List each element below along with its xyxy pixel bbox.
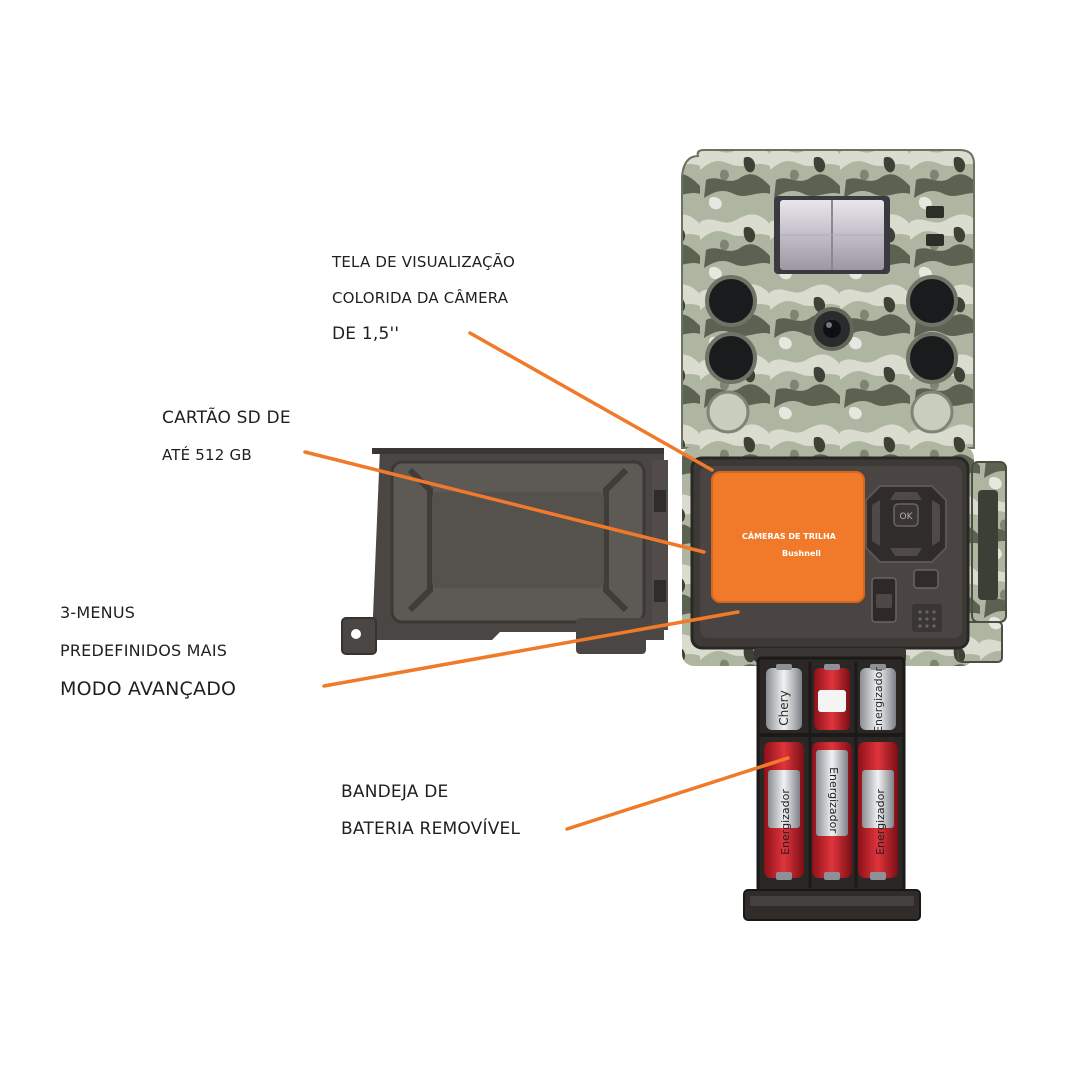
callout-battery-tray: BANDEJA DE BATERIA REMOVÍVEL [341,774,520,848]
leader-line-menus [322,610,740,688]
screen-brand: Bushnell [782,549,821,558]
callout-menus: 3-MENUS PREDEFINIDOS MAIS MODO AVANÇADO [60,594,236,708]
menu-button[interactable] [913,569,939,589]
battery-label-bottom-1: Energizador [779,789,792,855]
ir-led-array [705,275,958,434]
navigation-pad[interactable] [865,485,947,563]
battery-bottom-2 [812,742,852,880]
battery-bottom-1 [764,742,804,880]
callout-battery-tray-line2: BATERIA REMOVÍVEL [341,819,521,839]
battery-label-top-3: Energizador [872,667,885,733]
screen-title: CÂMERAS DE TRILHA [742,532,836,541]
viewing-screen [711,471,865,603]
pir-sensor [774,196,944,274]
callout-viewing-screen-line1: TELA DE VISUALIZAÇÃO [332,253,515,271]
callout-battery-tray-line1: BANDEJA DE [341,782,449,802]
leader-line-battery-tray [565,756,790,831]
callout-sd-card-line1: CARTÃO SD DE [162,408,291,428]
ok-button-label[interactable]: OK [900,512,914,522]
callout-viewing-screen-line3: DE 1,5'' [332,324,400,344]
callout-menus-line2: PREDEFINIDOS MAIS [60,641,228,660]
callout-sd-card: CARTÃO SD DE ATÉ 512 GB [162,400,291,474]
battery-bottom-3 [858,742,898,880]
leader-line-sd-card [303,450,706,554]
battery-top-3 [860,664,896,730]
leader-lines [303,331,790,831]
camera-lens [810,307,854,351]
battery-label-top-1: Chery [777,690,791,725]
callout-menus-line1: 3-MENUS [60,603,136,622]
callout-menus-line3: MODO AVANÇADO [60,678,237,700]
callout-viewing-screen-line2: COLORIDA DA CÂMERA [332,289,509,307]
callout-viewing-screen: TELA DE VISUALIZAÇÃO COLORIDA DA CÂMERA … [332,244,515,352]
battery-top-2 [814,664,850,730]
battery-door[interactable] [341,448,668,655]
battery-label-bottom-3: Energizador [874,789,887,855]
battery-label-bottom-2: Energizador [827,767,840,833]
power-switch[interactable] [871,577,897,623]
battery-top-1 [766,664,802,730]
callout-sd-card-line2: ATÉ 512 GB [162,446,252,464]
speaker-grille [912,604,942,632]
leader-line-viewing-screen [468,331,714,472]
